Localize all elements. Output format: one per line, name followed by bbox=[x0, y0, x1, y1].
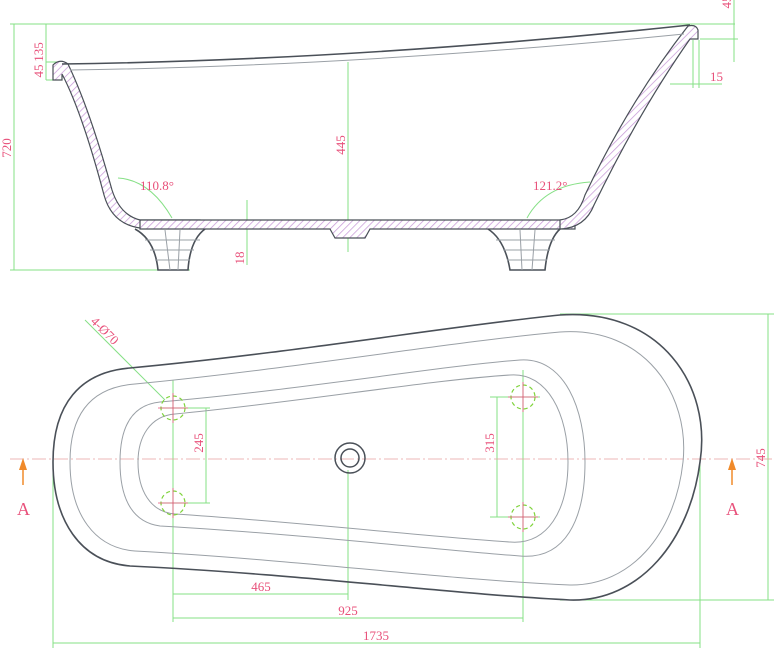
right-foot bbox=[487, 228, 561, 271]
dim-45-left: 45 bbox=[31, 65, 46, 78]
dim-720: 720 bbox=[0, 138, 14, 158]
right-wall-section bbox=[559, 24, 699, 230]
section-label-right: A bbox=[726, 499, 739, 519]
tub-outer-outline bbox=[52, 313, 703, 601]
dim-1735: 1735 bbox=[363, 628, 389, 643]
tub-rim-inner bbox=[69, 331, 685, 586]
arrow-up-icon bbox=[19, 458, 27, 470]
angle-right: 121.2° bbox=[533, 178, 567, 193]
hole-callout: 4-Ø70 bbox=[88, 314, 122, 348]
top-view: A A 4-Ø70 245 315 745 465 925 1735 bbox=[10, 313, 774, 648]
rim-top-line bbox=[61, 24, 691, 65]
mounting-holes bbox=[158, 382, 538, 532]
drain-inner bbox=[340, 448, 360, 468]
dim-445: 445 bbox=[333, 135, 348, 155]
left-wall-section bbox=[52, 60, 201, 229]
dim-135: 135 bbox=[31, 42, 46, 62]
angle-left: 110.8° bbox=[140, 178, 174, 193]
bottom-section bbox=[139, 219, 576, 239]
side-view: 135 45 720 445 18 45 15 110.8° 121.2° bbox=[0, 0, 738, 271]
section-label-left: A bbox=[17, 499, 30, 519]
dim-15: 15 bbox=[710, 69, 723, 84]
dim-245: 245 bbox=[191, 433, 206, 453]
section-marker-left: A bbox=[17, 458, 30, 519]
arrow-up-icon bbox=[728, 458, 736, 470]
dim-465: 465 bbox=[251, 579, 271, 594]
section-marker-right: A bbox=[726, 458, 739, 519]
left-foot bbox=[134, 228, 206, 271]
dim-925: 925 bbox=[338, 603, 358, 618]
angle-arc-left bbox=[117, 177, 173, 219]
basin-outline bbox=[119, 359, 586, 557]
hole-leader-line bbox=[84, 319, 166, 401]
dim-18: 18 bbox=[232, 252, 247, 265]
drain bbox=[334, 442, 366, 474]
dim-45-right: 45 bbox=[719, 0, 734, 9]
drain-outer bbox=[334, 442, 366, 474]
angle-arc-right bbox=[526, 181, 591, 219]
dim-745: 745 bbox=[753, 448, 768, 468]
dim-315: 315 bbox=[482, 433, 497, 453]
basin-floor bbox=[137, 374, 569, 543]
